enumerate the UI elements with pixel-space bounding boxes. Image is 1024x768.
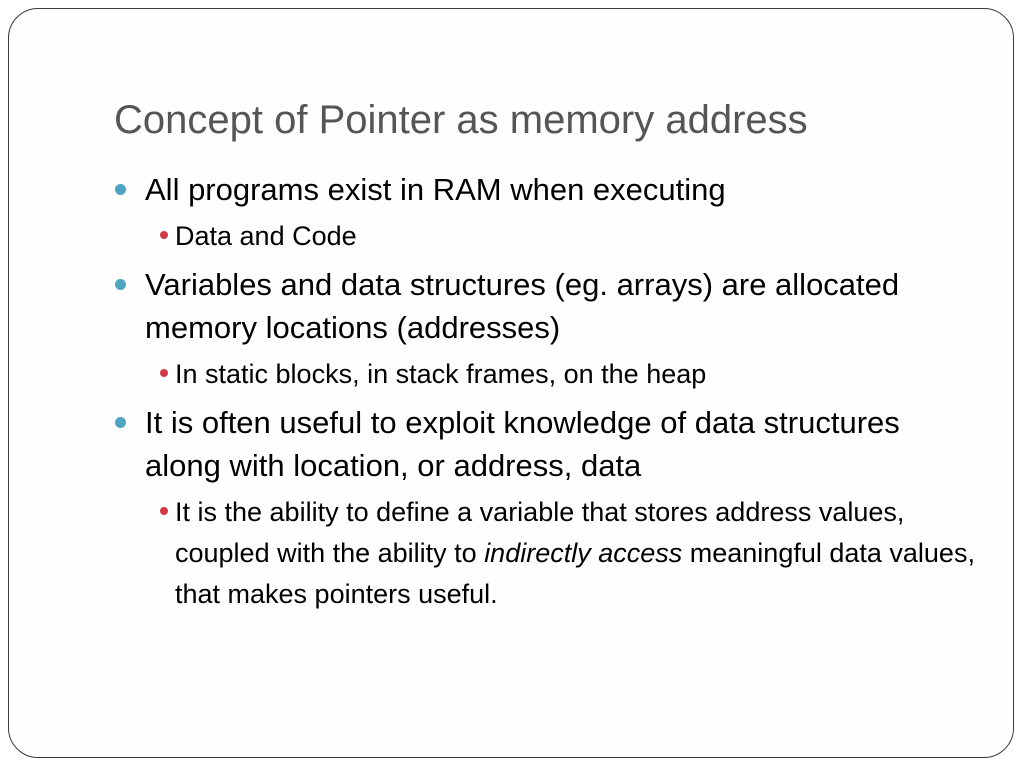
bullet-dot-icon bbox=[115, 417, 126, 428]
sub-bullet-emphasis: indirectly access bbox=[484, 538, 683, 568]
sub-bullet-dot-icon bbox=[160, 231, 168, 239]
sub-bullet-text: Data and Code bbox=[175, 221, 357, 251]
bullet-text: It is often useful to exploit knowledge … bbox=[145, 405, 900, 483]
sub-bullet-item: It is the ability to define a variable t… bbox=[160, 492, 975, 615]
sub-bullet-item: Data and Code bbox=[160, 216, 974, 257]
bullet-text: Variables and data structures (eg. array… bbox=[145, 267, 900, 345]
bullet-item: It is often useful to exploit knowledge … bbox=[114, 401, 974, 487]
sub-bullet-dot-icon bbox=[160, 369, 168, 377]
slide-frame bbox=[8, 8, 1014, 758]
bullet-list: All programs exist in RAM when executing… bbox=[114, 168, 975, 621]
bullet-text: All programs exist in RAM when executing bbox=[145, 172, 726, 207]
sub-bullet-text-start: It is the ability to define a variable t… bbox=[175, 497, 905, 568]
bullet-item: Variables and data structures (eg. array… bbox=[114, 263, 974, 349]
bullet-dot-icon bbox=[115, 184, 126, 195]
sub-bullet-item: In static blocks, in stack frames, on th… bbox=[160, 354, 974, 395]
slide-title: Concept of Pointer as memory address bbox=[114, 98, 808, 142]
sub-bullet-text-end: meaningful data values, that makes point… bbox=[175, 538, 975, 609]
bullet-item: All programs exist in RAM when executing bbox=[114, 168, 974, 211]
bullet-dot-icon bbox=[115, 279, 126, 290]
sub-bullet-dot-icon bbox=[160, 507, 168, 515]
sub-bullet-text: In static blocks, in stack frames, on th… bbox=[175, 359, 707, 389]
